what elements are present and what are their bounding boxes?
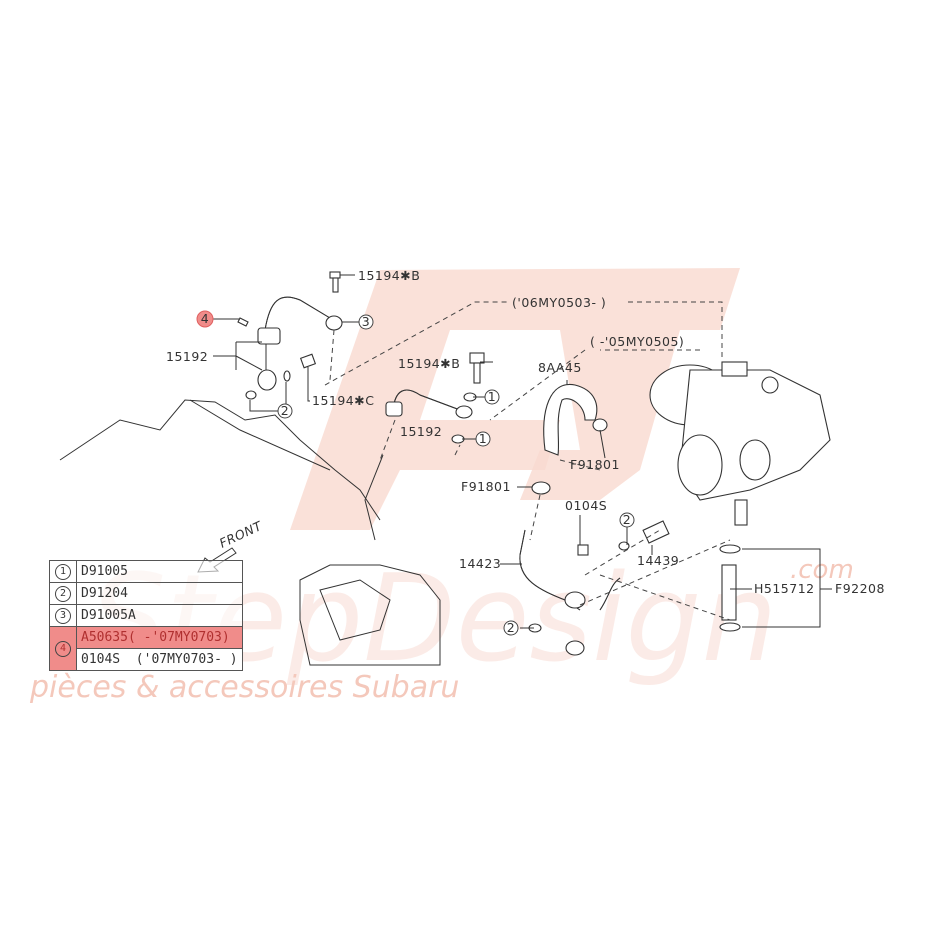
callout-3: 3 xyxy=(358,314,374,330)
svg-text:2: 2 xyxy=(507,620,515,635)
label-14439: 14439 xyxy=(637,553,679,568)
turbo-oil-pipe-left xyxy=(237,271,343,400)
legend-part: D91204 xyxy=(76,582,243,605)
svg-text:2: 2 xyxy=(623,512,631,527)
legend-row-highlighted: 4 A50635( -'07MY0703) xyxy=(49,626,243,671)
label-f91801-upper: F91801 xyxy=(570,457,620,472)
svg-text:4: 4 xyxy=(201,311,209,326)
legend-row: 0104S ('07MY0703- ) xyxy=(50,648,243,671)
label-range-05my: ( -'05MY0505) xyxy=(590,334,684,349)
callout-2: 2 xyxy=(619,512,635,528)
legend-part: 0104S ('07MY0703- ) xyxy=(76,648,243,671)
label-15194b-top: 15194✱B xyxy=(358,268,420,283)
svg-text:1: 1 xyxy=(488,389,496,404)
engine-block-outline xyxy=(59,399,441,666)
label-8aa45: 8AA45 xyxy=(538,360,582,375)
svg-text:FRONT: FRONT xyxy=(217,518,265,551)
legend-part: D91005 xyxy=(76,560,243,583)
parts-legend-table: 1 D91005 2 D91204 3 D91005A 4 A50635( -'… xyxy=(49,560,243,671)
label-f91801-lower: F91801 xyxy=(461,479,511,494)
svg-text:1: 1 xyxy=(479,431,487,446)
label-0104s: 0104S xyxy=(565,498,607,513)
callout-2: 2 xyxy=(503,620,519,636)
turbo-oil-pipe-mid xyxy=(364,352,485,541)
turbocharger xyxy=(649,361,831,526)
leader-lines xyxy=(210,274,832,629)
label-range-06my: ('06MY0503- ) xyxy=(512,295,606,310)
callout-4: 4 xyxy=(196,310,214,328)
label-f92208: F92208 xyxy=(835,581,885,596)
svg-text:3: 3 xyxy=(362,314,370,329)
coolant-hoses xyxy=(519,383,741,656)
legend-row: 2 D91204 xyxy=(49,582,243,605)
callout-1: 1 xyxy=(475,431,491,447)
callout-1: 1 xyxy=(484,389,500,405)
callout-2: 2 xyxy=(277,403,293,419)
label-h515712: H515712 xyxy=(754,581,815,596)
svg-text:2: 2 xyxy=(281,403,289,418)
legend-row: 1 D91005 xyxy=(49,560,243,583)
label-15192-left: 15192 xyxy=(166,349,208,364)
label-15194b-mid: 15194✱B xyxy=(398,356,460,371)
legend-part: A50635( -'07MY0703) xyxy=(76,626,243,649)
label-14423: 14423 xyxy=(459,556,501,571)
svg-text:.com: .com xyxy=(790,555,854,585)
legend-part: D91005A xyxy=(76,604,243,627)
legend-row: 3 D91005A xyxy=(49,604,243,627)
label-15192-mid: 15192 xyxy=(400,424,442,439)
svg-text:pièces & accessoires Subaru: pièces & accessoires Subaru xyxy=(29,670,459,705)
label-15194c: 15194✱C xyxy=(312,393,374,408)
